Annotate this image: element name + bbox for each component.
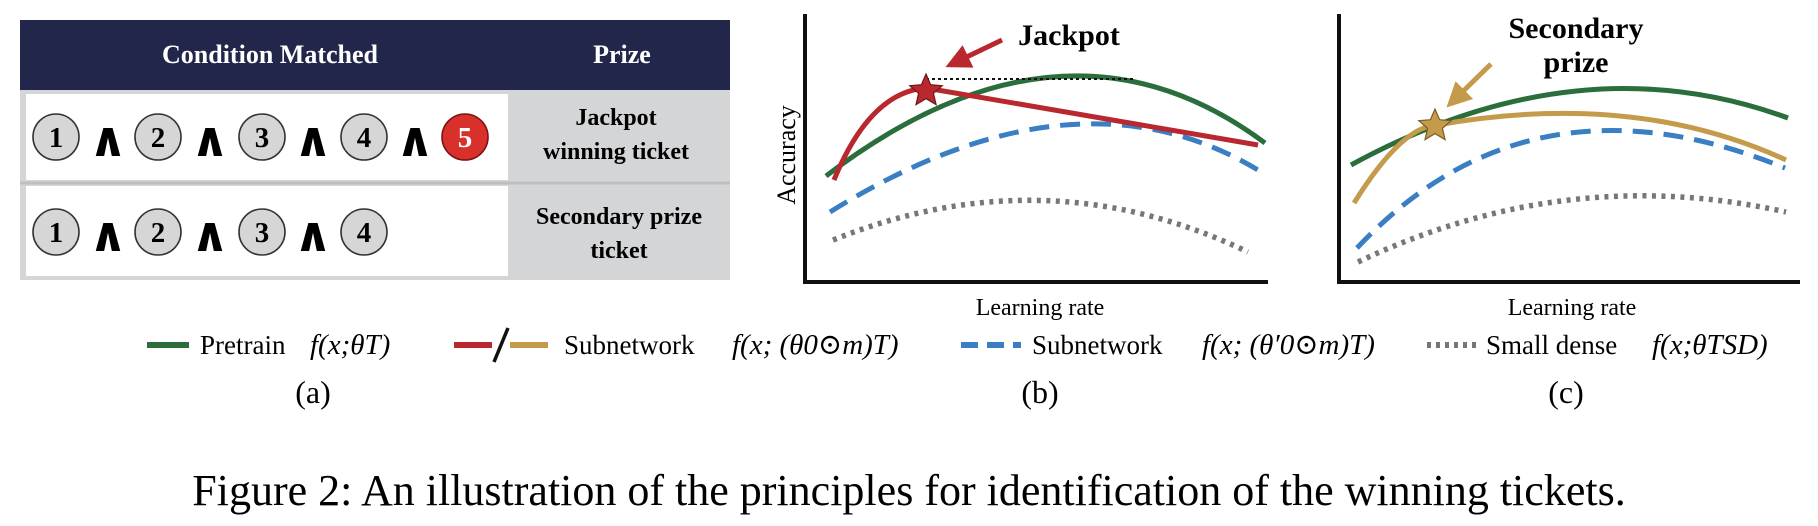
- legend-formula-small-dense: f(x;θTSD): [1652, 329, 1768, 361]
- curve-c-subnetwork-blue: [1355, 127, 1786, 250]
- condition-circle: [32, 113, 80, 161]
- xlabel-b: Learning rate: [976, 295, 1105, 321]
- header-prize: Prize: [593, 40, 651, 69]
- legend-formula-subnetwork-1: f(x; (θ0⊙m)T): [732, 329, 899, 361]
- secondary-prize-star-icon: [1417, 107, 1453, 141]
- prize-secondary-line1: Secondary prize: [536, 204, 702, 230]
- prize-jackpot-line1: Jackpot: [575, 105, 656, 131]
- condition-circle: [340, 113, 388, 161]
- axis-b: [803, 14, 1268, 284]
- condition-number: 1: [49, 217, 64, 249]
- prize-secondary-line2: ticket: [590, 238, 647, 264]
- curve-c-subnetwork-gold: [1351, 110, 1788, 205]
- jackpot-star-icon: [908, 72, 944, 106]
- figure-caption: Figure 2: An illustration of the princip…: [192, 466, 1625, 515]
- curve-b-subnetwork-blue: [828, 121, 1260, 215]
- curve-c-small-dense: [1356, 193, 1787, 265]
- axis-c: [1337, 14, 1800, 284]
- condition-circle: [134, 113, 182, 161]
- condition-circle: [340, 208, 388, 256]
- condition-circle: [32, 208, 80, 256]
- panel-c-plot: Learning rate Secondary prize: [1337, 12, 1800, 321]
- condition-circle: [134, 208, 182, 256]
- prize-jackpot-line2: winning ticket: [543, 139, 689, 165]
- legend-label-subnetwork-2: Subnetwork: [1032, 330, 1163, 360]
- panel-label-c: (c): [1548, 374, 1584, 410]
- and-symbol: ∧: [396, 114, 435, 167]
- condition-number: 1: [49, 122, 64, 154]
- jackpot-annotation: Jackpot: [1018, 19, 1120, 52]
- legend: Pretrain f(x;θT) Subnetwork f(x; (θ0⊙m)T…: [147, 327, 1768, 363]
- legend-formula-subnetwork-2: f(x; (θ′0⊙m)T): [1202, 329, 1375, 361]
- panel-b-plot: Accuracy Learning rate Jackpot: [772, 14, 1268, 321]
- panel-label-a: (a): [295, 374, 331, 410]
- condition-number: 4: [357, 217, 372, 249]
- condition-circle: [238, 208, 286, 256]
- condition-number: 2: [151, 122, 166, 154]
- legend-label-pretrain: Pretrain: [200, 330, 286, 360]
- legend-formula-pretrain: f(x;θT): [310, 329, 390, 361]
- secondary-annotation-line2: prize: [1544, 46, 1609, 79]
- and-symbol: ∧: [89, 209, 128, 262]
- secondary-prize-arrow: [1446, 62, 1493, 108]
- condition-circle-highlight: [441, 113, 489, 161]
- xlabel-c: Learning rate: [1508, 295, 1637, 321]
- curve-b-pretrain: [824, 73, 1267, 178]
- legend-label-subnetwork-1: Subnetwork: [564, 330, 695, 360]
- condition-number: 3: [255, 217, 270, 249]
- condition-number: 5: [458, 122, 473, 154]
- and-symbol: ∧: [191, 114, 230, 167]
- header-condition-matched: Condition Matched: [162, 40, 379, 69]
- and-symbol: ∧: [294, 209, 333, 262]
- and-symbol: ∧: [191, 209, 230, 262]
- jackpot-arrow: [945, 37, 1004, 68]
- secondary-annotation-line1: Secondary: [1509, 12, 1644, 45]
- panel-label-b: (b): [1021, 374, 1058, 410]
- condition-number: 4: [357, 122, 372, 154]
- row2-conditions: 1 ∧ 2 ∧ 3 ∧ 4: [32, 208, 388, 262]
- curve-b-small-dense: [831, 197, 1250, 255]
- and-symbol: ∧: [89, 114, 128, 167]
- row1-conditions: 1 ∧ 2 ∧ 3 ∧ 4 ∧ 5: [32, 113, 489, 167]
- curve-c-pretrain: [1349, 86, 1789, 168]
- legend-label-small-dense: Small dense: [1486, 330, 1617, 360]
- condition-number: 3: [255, 122, 270, 154]
- table-row: 1 ∧ 2 ∧ 3 ∧ 4: [32, 208, 388, 262]
- condition-circle: [238, 113, 286, 161]
- and-symbol: ∧: [294, 114, 333, 167]
- legend-slash: [492, 327, 510, 363]
- condition-number: 2: [151, 217, 166, 249]
- table-header-bg: [20, 20, 730, 90]
- ticket-table: Condition Matched Prize 1 ∧ 2 ∧ 3 ∧ 4 ∧: [20, 20, 730, 280]
- ylabel-b: Accuracy: [772, 105, 801, 205]
- table-row: 1 ∧ 2 ∧ 3 ∧ 4 ∧ 5: [32, 113, 489, 167]
